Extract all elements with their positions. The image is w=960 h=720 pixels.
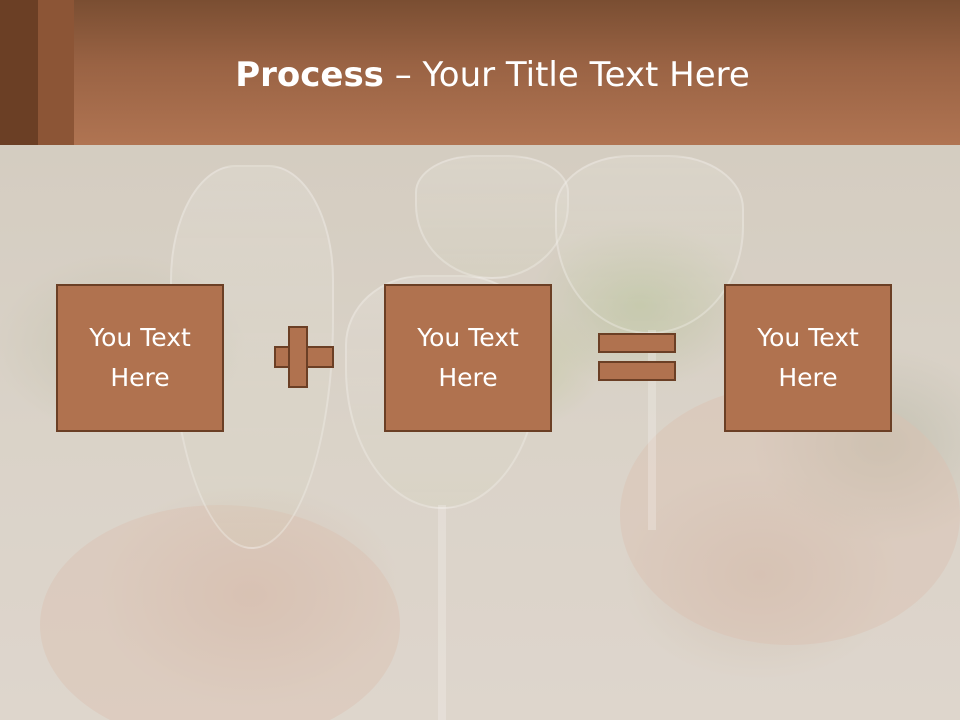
hand-shape — [40, 505, 400, 720]
glass-stem — [438, 505, 446, 720]
glass-shape — [555, 155, 744, 334]
plus-icon-center — [290, 348, 306, 366]
photo-overlay — [0, 145, 960, 720]
decorative-stripe — [0, 0, 38, 145]
background-photo — [0, 145, 960, 720]
equals-icon — [598, 361, 676, 381]
slide-title[interactable]: Process – Your Title Text Here — [0, 52, 960, 98]
title-rest: – Your Title Text Here — [383, 55, 750, 95]
equals-icon — [598, 333, 676, 353]
glass-stem — [648, 330, 656, 530]
title-band — [0, 0, 960, 145]
title-bold: Process — [235, 55, 384, 95]
glass-shape — [415, 155, 569, 279]
decorative-stripe — [38, 0, 74, 145]
